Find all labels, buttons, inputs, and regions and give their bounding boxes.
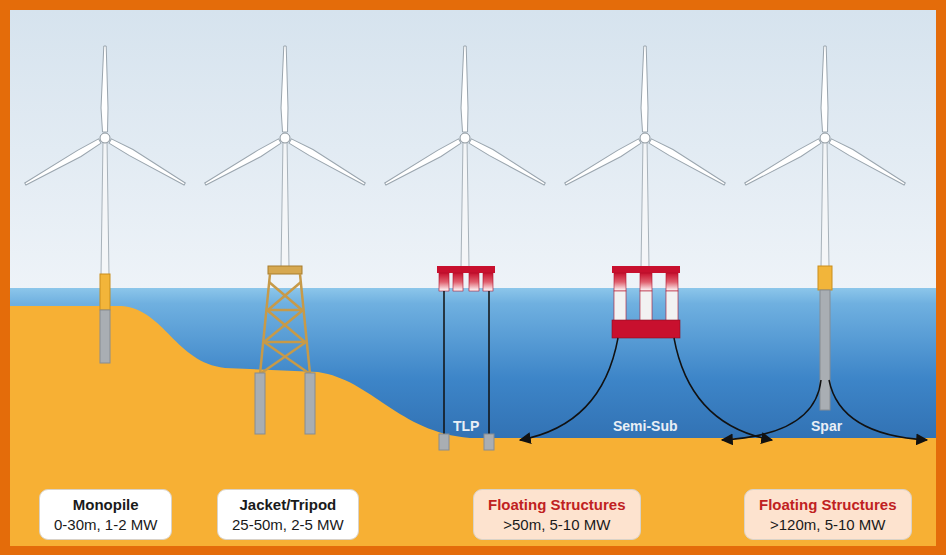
tlp-column bbox=[439, 273, 449, 291]
transition-piece bbox=[100, 274, 110, 310]
mooring-line bbox=[674, 338, 772, 440]
seabed bbox=[10, 306, 936, 546]
box-heading: Jacket/Tripod bbox=[232, 495, 344, 515]
jacket-lattice bbox=[260, 274, 310, 374]
semisub-pontoon bbox=[612, 320, 680, 338]
rotor bbox=[744, 46, 907, 187]
tendon bbox=[488, 291, 490, 436]
semisub-column bbox=[640, 273, 652, 291]
mooring-line bbox=[722, 380, 821, 440]
tower bbox=[461, 140, 469, 268]
mooring-line bbox=[829, 380, 927, 440]
tlp-column bbox=[483, 273, 493, 291]
spar-turbine bbox=[722, 46, 927, 440]
tendon bbox=[443, 291, 445, 436]
semisub-column bbox=[666, 291, 678, 321]
semisub-column bbox=[614, 291, 626, 321]
mooring-line bbox=[520, 338, 618, 440]
semisub-deck bbox=[612, 266, 680, 273]
jacket-brace bbox=[268, 282, 301, 310]
anchor bbox=[439, 434, 449, 450]
structure-label: Semi-Sub bbox=[613, 418, 678, 435]
box-heading: Monopile bbox=[54, 495, 157, 515]
jacket-brace bbox=[269, 282, 302, 310]
jacket-deck bbox=[268, 266, 302, 274]
tower bbox=[101, 140, 109, 276]
semisub-column bbox=[640, 291, 652, 321]
tlp-column bbox=[469, 273, 479, 291]
box-heading: Floating Structures bbox=[488, 495, 626, 515]
tower bbox=[281, 140, 289, 268]
pile bbox=[305, 373, 315, 434]
semisub-column bbox=[614, 273, 626, 291]
tower bbox=[641, 140, 649, 268]
foundation-box: Floating Structures>50m, 5-10 MW bbox=[473, 489, 641, 540]
structure-label: Spar bbox=[811, 418, 842, 435]
box-heading: Floating Structures bbox=[759, 495, 897, 515]
jacket-brace bbox=[268, 309, 302, 312]
pile bbox=[100, 310, 110, 363]
rotor bbox=[204, 46, 367, 187]
anchor bbox=[484, 434, 494, 450]
tower bbox=[821, 140, 829, 268]
sea bbox=[10, 288, 936, 546]
rotor bbox=[384, 46, 547, 187]
foundation-box: Jacket/Tripod25-50m, 2-5 MW bbox=[217, 489, 359, 540]
semisub-column bbox=[666, 273, 678, 291]
jacket-turbine bbox=[204, 46, 367, 434]
jacket-brace bbox=[267, 310, 305, 342]
foundation-box: Monopile0-30m, 1-2 MW bbox=[39, 489, 172, 540]
box-detail: >50m, 5-10 MW bbox=[488, 515, 626, 535]
jacket-brace bbox=[260, 342, 306, 374]
jacket-brace bbox=[264, 310, 303, 342]
semisub-turbine bbox=[520, 46, 772, 440]
scene bbox=[10, 10, 936, 546]
tlp-column bbox=[453, 273, 463, 291]
structure-label: TLP bbox=[453, 418, 479, 435]
box-detail: 25-50m, 2-5 MW bbox=[232, 515, 344, 535]
tlp-turbine bbox=[384, 46, 547, 450]
sky bbox=[10, 10, 936, 290]
jacket-leg bbox=[300, 274, 310, 374]
foundation-box: Floating Structures>120m, 5-10 MW bbox=[744, 489, 912, 540]
pile bbox=[255, 373, 265, 434]
jacket-brace bbox=[264, 342, 310, 374]
jacket-leg bbox=[260, 274, 270, 374]
monopile-turbine bbox=[24, 46, 187, 363]
jacket-brace bbox=[264, 341, 306, 344]
rotor bbox=[24, 46, 187, 187]
tlp-deck bbox=[437, 266, 495, 273]
rotor bbox=[564, 46, 727, 187]
spar-hull bbox=[820, 290, 830, 410]
box-detail: 0-30m, 1-2 MW bbox=[54, 515, 157, 535]
box-detail: >120m, 5-10 MW bbox=[759, 515, 897, 535]
spar-top bbox=[818, 266, 832, 290]
